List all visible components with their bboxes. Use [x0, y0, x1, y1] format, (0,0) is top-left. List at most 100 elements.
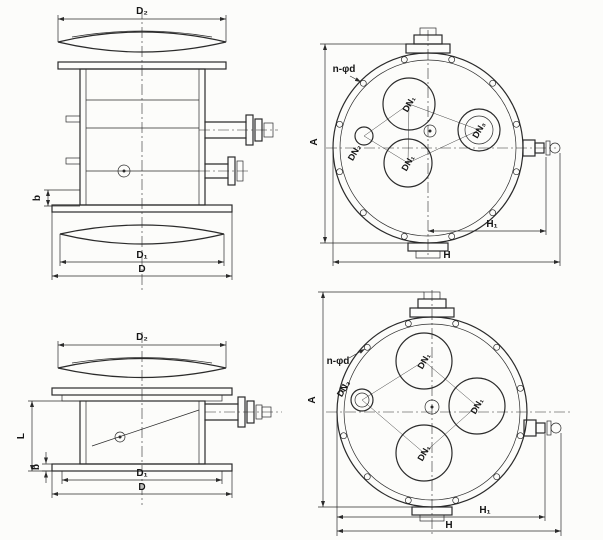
bolt-hole [363, 343, 371, 351]
side-valve-handwheel [549, 142, 561, 154]
bolt-hole [336, 168, 343, 176]
bolt-note-label: n-φd [327, 356, 350, 367]
internal-diagonal [91, 409, 200, 447]
nozzle-lower-flange [227, 156, 236, 186]
side-valve-flange [534, 142, 545, 154]
bolt-hole [340, 384, 347, 392]
nozzle-upper-flange [245, 114, 254, 146]
layout-construction-lines [363, 103, 480, 164]
nozzle-label-dn3: DN₃ [470, 120, 487, 140]
top-head-inner-arc [71, 357, 213, 364]
bolt-hole [340, 432, 347, 440]
ext-lines-a [318, 291, 432, 508]
shell-inner-walls [85, 69, 200, 205]
nozzle-lower-mating-flange [236, 160, 244, 182]
layout-construction-lines [361, 360, 478, 454]
bolt-hole [359, 79, 367, 87]
nozzle-upper-stub [204, 121, 247, 139]
nozzle-dn1-right-circle [448, 377, 506, 435]
dim-label-h: H [443, 250, 450, 261]
bolt-hole [452, 320, 460, 327]
bolt-hole [517, 432, 524, 440]
nozzle-dn3-circle [350, 388, 374, 412]
center-boss-circle [423, 124, 437, 138]
dim-label-d2: D₂ [136, 332, 148, 343]
bolt-hole [489, 209, 497, 217]
bolt-hole [513, 168, 520, 176]
bolt-note-leader [348, 348, 366, 359]
dim-label-d: D [138, 264, 145, 275]
internal-fitting-circle [114, 431, 126, 443]
plan-view-lower: DN₁ DN₁ DN₁ DN₃ n-φd A H₁ H [307, 290, 570, 536]
nozzle-lower-stub [204, 163, 229, 179]
internal-fitting-center [122, 169, 126, 173]
bolt-hole [452, 497, 460, 504]
dim-label-b: b [31, 464, 42, 470]
bolt-hole [400, 233, 408, 240]
center-lines [326, 30, 556, 258]
dim-label-h: H [445, 520, 452, 531]
bolt-hole [517, 384, 524, 392]
nozzle-label-dn1-right: DN₁ [468, 396, 485, 416]
ext-lines-b [44, 189, 80, 207]
top-bracket-cap [423, 291, 441, 300]
center-boss-circle [424, 399, 440, 415]
side-valve-flange [535, 422, 546, 434]
bolt-note-leader [349, 75, 362, 83]
bolt-hole [489, 79, 497, 87]
dim-label-l: L [16, 433, 27, 439]
dim-label-d1: D₁ [136, 250, 147, 261]
bolt-hole [400, 56, 408, 63]
center-boss-dot [428, 129, 432, 133]
center-lines [326, 290, 570, 536]
bolt-hole [493, 473, 501, 481]
bolt-hole [359, 209, 367, 217]
internal-lines [86, 99, 199, 172]
bolt-hole [513, 120, 520, 128]
ext-lines-b [42, 463, 52, 472]
dim-label-a: A [309, 138, 320, 145]
bolt-hole [448, 233, 456, 240]
ext-lines-l [28, 400, 80, 472]
support-lug [65, 115, 81, 123]
dim-label-d1: D₁ [136, 468, 147, 479]
shell-inner-walls [85, 401, 200, 464]
nozzle-upper-mating-flange [254, 118, 263, 142]
nozzle-dn1-lower-circle [383, 138, 433, 188]
nozzle-dn3-circle [457, 108, 501, 152]
flange-inner-circle [343, 323, 521, 501]
dim-label-a: A [307, 396, 318, 403]
bottom-flange-plate [51, 463, 233, 472]
ext-lines-h [332, 148, 561, 266]
nozzle-stub [204, 403, 239, 421]
nozzle-dn3-bore [464, 115, 494, 145]
plan-view-upper: DN₁ DN₃ DN₂ DN₁ n-φd A H₁ H [309, 27, 561, 266]
bolt-hole [404, 320, 412, 327]
top-bracket-cap [419, 27, 437, 36]
dim-label-b: b [32, 195, 43, 201]
nozzle-label-dn2: DN₂ [346, 143, 363, 163]
dim-label-d2: D₂ [136, 6, 148, 17]
center-line [141, 332, 282, 505]
top-head-inner-arc [71, 30, 213, 38]
nozzle-dn1-upper-circle [382, 77, 436, 131]
ext-lines-a [320, 43, 428, 244]
bolt-hole [336, 120, 343, 128]
nozzle-flange [237, 396, 246, 428]
nozzle-upper-cover [263, 122, 274, 138]
nozzle-mating-flange [246, 400, 255, 424]
bottom-flange-plate [51, 204, 233, 213]
nozzle-dn3-bore [354, 392, 370, 408]
bottom-bracket-cap [415, 250, 441, 259]
side-valve-handwheel [550, 422, 562, 434]
bolt-hole [404, 497, 412, 504]
ext-lines-d [51, 212, 233, 280]
elevation-view-upper: D₂ b D₁ D [32, 6, 278, 290]
nozzle-dn1-top-circle [395, 332, 453, 390]
dim-label-h1: H₁ [479, 505, 490, 516]
nozzle-label-dn1-upper: DN₁ [400, 94, 417, 114]
nozzle-label-dn1-lower: DN₁ [399, 153, 416, 173]
bolt-hole [363, 473, 371, 481]
